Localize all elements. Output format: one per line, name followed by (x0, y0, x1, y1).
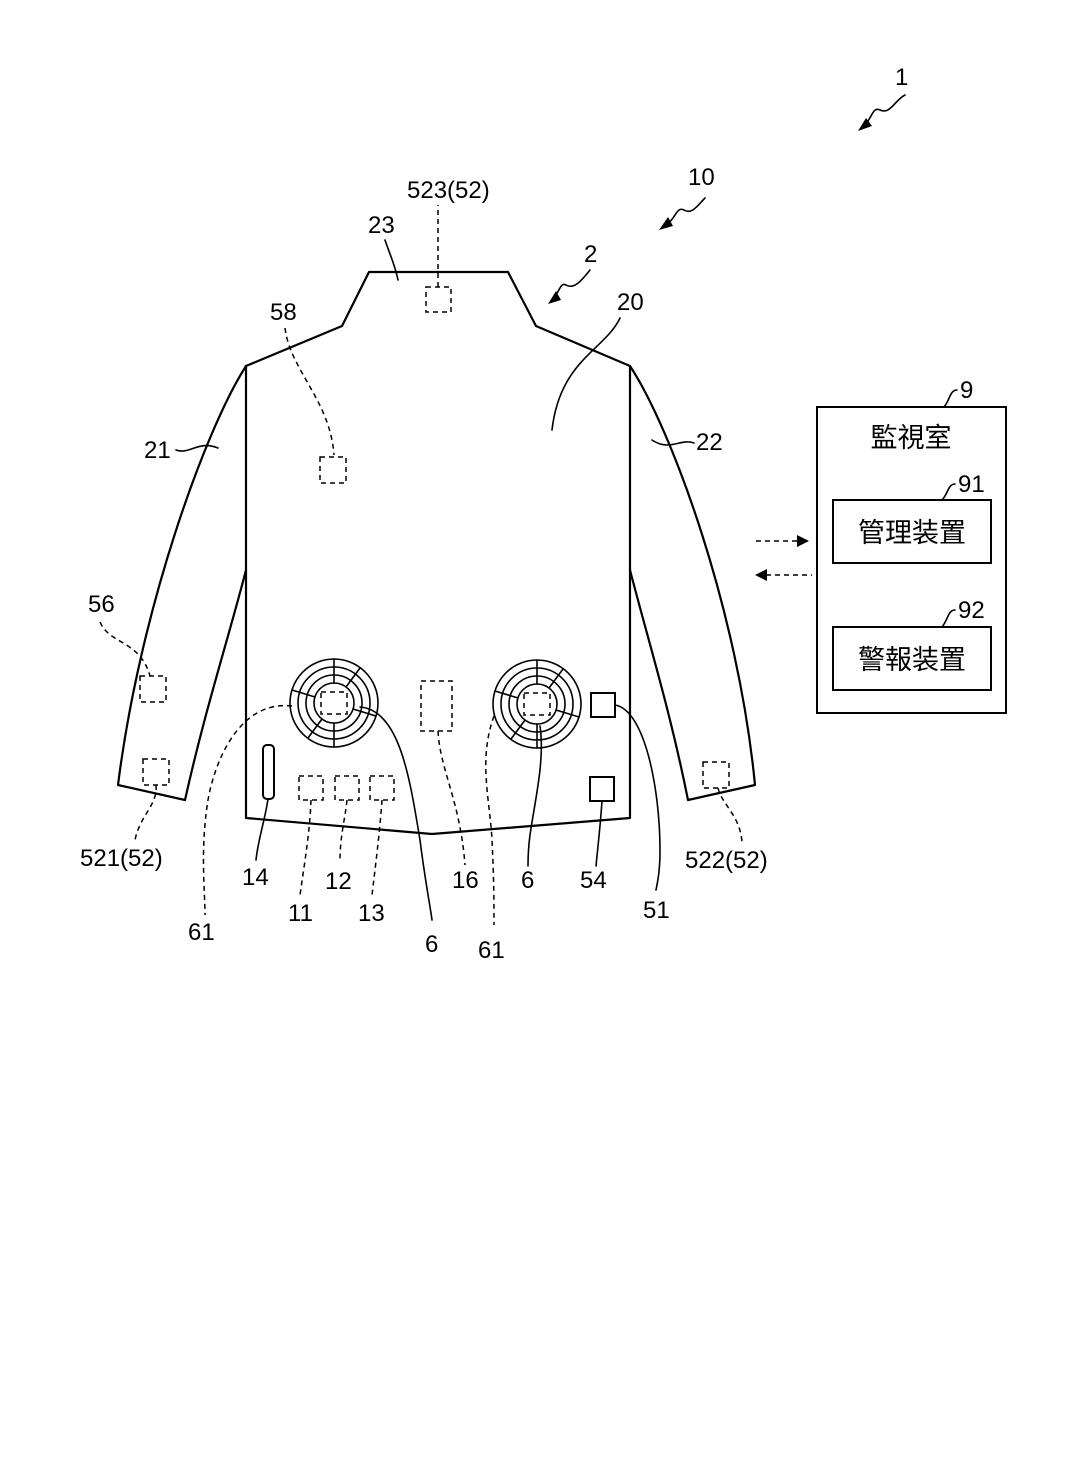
collar-sensor-box (426, 287, 451, 312)
fan-left-motor-box (321, 692, 347, 714)
component-16-box (421, 681, 452, 731)
label-left-cuff-sensor: 521(52) (80, 845, 163, 872)
component-51-leader (615, 705, 660, 890)
label-right-cuff-sensor: 522(52) (685, 847, 768, 874)
component-16-leader (438, 731, 465, 865)
fan-right-motor-box (524, 693, 550, 715)
label-battery: 14 (242, 864, 269, 891)
label-component-11: 11 (288, 900, 313, 927)
monitoring-room-title: 監視室 (871, 423, 952, 454)
left-cuff-sensor-box (143, 759, 169, 785)
fan-right (493, 660, 581, 748)
uplink-arrowhead (797, 535, 809, 547)
unit-arrowhead (659, 217, 673, 230)
left-sleeve (118, 366, 246, 800)
monitoring-room-ref-tick (944, 390, 957, 407)
left-sleeve-leader (176, 446, 218, 451)
shoulders (246, 326, 630, 366)
back-sensor-box (320, 457, 346, 483)
jacket (118, 272, 755, 834)
label-monitoring-room-ref: 9 (960, 377, 973, 404)
component-13-box (370, 776, 394, 800)
component-51-box (591, 693, 615, 717)
left-sleeve-sensor-box (140, 676, 166, 702)
downlink-arrowhead (755, 569, 767, 581)
body-leader (552, 318, 620, 430)
label-alarm-ref: 92 (958, 597, 985, 624)
label-management-ref: 91 (958, 471, 985, 498)
monitoring-room: 9 監視室 管理装置 91 警報装置 92 (817, 377, 1006, 713)
jacket-body (246, 366, 630, 834)
component-12-leader (340, 800, 347, 862)
label-fan-right: 6 (521, 867, 534, 894)
collar-leader (385, 240, 398, 280)
label-right-sleeve: 22 (696, 429, 723, 456)
right-sleeve-leader (652, 440, 694, 445)
fan-right-motor-leader (486, 716, 494, 925)
component-54-box (590, 777, 614, 801)
label-fan-left: 6 (425, 931, 438, 958)
label-left-sleeve: 21 (144, 437, 171, 464)
label-component-16: 16 (452, 867, 479, 894)
label-unit: 10 (688, 164, 715, 191)
battery-leader (256, 799, 268, 860)
right-sleeve (630, 366, 755, 800)
label-collar: 23 (368, 212, 395, 239)
label-garment: 2 (584, 241, 597, 268)
garment-arrowhead (548, 291, 561, 304)
battery-14 (263, 745, 274, 799)
collar (342, 272, 536, 326)
right-cuff-sensor-box (703, 762, 729, 788)
label-collar-sensor: 523(52) (407, 177, 490, 204)
label-fan-left-motor: 61 (188, 919, 215, 946)
fan-left-leader (360, 707, 432, 920)
component-54-leader (596, 801, 602, 866)
label-system: 1 (895, 64, 908, 91)
component-13-leader (372, 800, 382, 895)
label-body: 20 (617, 289, 644, 316)
label-fan-right-motor: 61 (478, 937, 505, 964)
right-cuff-sensor-leader (718, 788, 742, 842)
label-component-54: 54 (580, 867, 607, 894)
label-component-12: 12 (325, 868, 352, 895)
label-left-sleeve-sensor: 56 (88, 591, 115, 618)
label-back-sensor: 58 (270, 299, 297, 326)
fan-left (290, 659, 378, 747)
management-device-label: 管理装置 (858, 518, 966, 549)
component-11-leader (300, 800, 311, 895)
system-arrowhead (858, 118, 872, 131)
label-component-51: 51 (643, 897, 670, 924)
alarm-device-label: 警報装置 (858, 645, 966, 676)
label-component-13: 13 (358, 900, 385, 927)
component-11-box (299, 776, 323, 800)
component-12-box (335, 776, 359, 800)
